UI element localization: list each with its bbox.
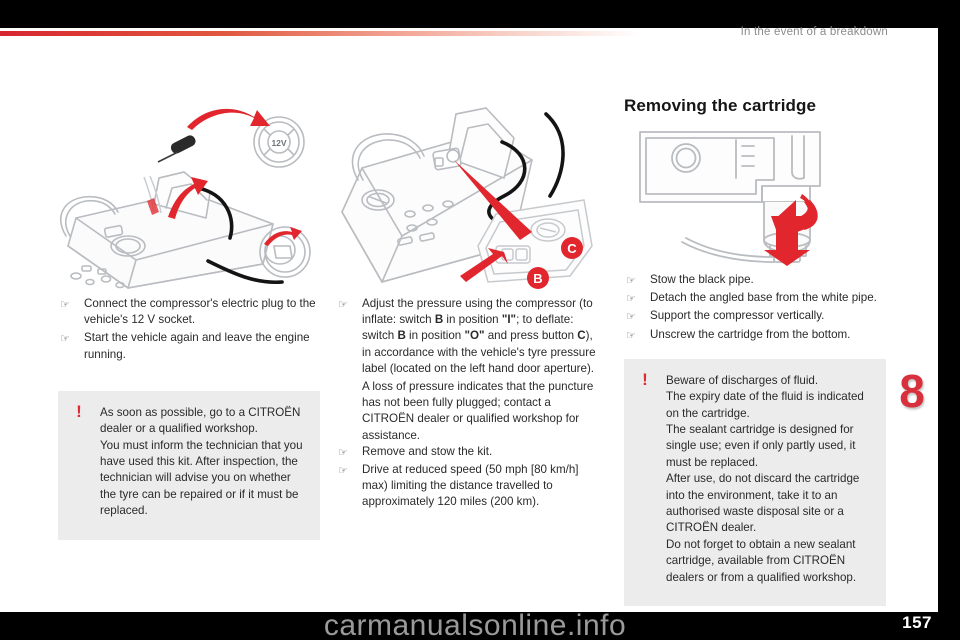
list-item: ☞ Remove and stow the kit. bbox=[336, 444, 598, 460]
list-item: ☞ Adjust the pressure using the compress… bbox=[336, 296, 598, 377]
compressor-12v-plug-illustration: 12V bbox=[58, 96, 320, 296]
top-black-band bbox=[0, 0, 960, 28]
pointing-hand-icon: ☞ bbox=[338, 465, 348, 478]
step-text: Start the vehicle again and leave the en… bbox=[84, 331, 310, 361]
warning-paragraph: Beware of discharges of fluid. bbox=[666, 373, 819, 387]
compressor-switch-b-button-c-illustration: C B bbox=[336, 96, 598, 296]
red-gradient-line bbox=[0, 31, 640, 36]
step-mid: in position bbox=[405, 329, 465, 343]
warning-paragraph: As soon as possible, go to a CITROËN dea… bbox=[100, 405, 301, 436]
right-step-list: ☞ Stow the black pipe. ☞ Detach the angled… bbox=[624, 272, 886, 343]
position-label: "I" bbox=[501, 313, 517, 327]
pointing-hand-icon: ☞ bbox=[626, 293, 636, 306]
warning-exclamation-icon: ! bbox=[642, 369, 648, 389]
list-item: ☞ Connect the compressor's electric plug … bbox=[58, 296, 320, 328]
middle-note-paragraph: A loss of pressure indicates that the pu… bbox=[362, 380, 594, 442]
chapter-number: 8 bbox=[899, 365, 925, 417]
pointing-hand-icon: ☞ bbox=[60, 299, 70, 311]
badge-b: B bbox=[527, 267, 549, 289]
list-item: ☞ Unscrew the cartridge from the bottom. bbox=[624, 327, 886, 343]
badge-c: C bbox=[561, 237, 583, 259]
svg-text:C: C bbox=[567, 241, 577, 256]
step-text: Drive at reduced speed (50 mph [80 km/h]… bbox=[362, 463, 579, 509]
chapter-tab-bar bbox=[938, 28, 960, 612]
svg-text:B: B bbox=[533, 271, 542, 286]
step-suffix: ), in accordance with the vehicle's tyre… bbox=[362, 329, 596, 375]
column-left: 12V ☞ Connect the compressor's electric p… bbox=[58, 96, 320, 540]
step-text: Support the compressor vertically. bbox=[650, 309, 825, 323]
step-prefix: Adjust the pressure using the compressor… bbox=[362, 297, 593, 327]
page-title: Removing the cartridge bbox=[624, 96, 817, 115]
middle-step-list: ☞ Adjust the pressure using the compress… bbox=[336, 296, 598, 377]
switch-label: B bbox=[434, 313, 444, 327]
right-warning-text: Beware of discharges of fluid. The expir… bbox=[638, 373, 870, 586]
left-step-list: ☞ Connect the compressor's electric plug … bbox=[58, 296, 320, 363]
left-warning-text: As soon as possible, go to a CITROËN dea… bbox=[72, 405, 304, 520]
step-text: Unscrew the cartridge from the bottom. bbox=[650, 327, 851, 341]
list-item: ☞ Drive at reduced speed (50 mph [80 km/h… bbox=[336, 462, 598, 511]
page-number: 157 bbox=[902, 613, 932, 632]
pointing-hand-icon: ☞ bbox=[626, 329, 636, 342]
warning-paragraph: The sealant cartridge is designed for si… bbox=[666, 423, 856, 469]
step-text: Detach the angled base from the white pi… bbox=[650, 291, 877, 305]
step-mid: and press button bbox=[484, 329, 578, 343]
list-item: ☞ Support the compressor vertically. bbox=[624, 308, 886, 324]
header-red-rule bbox=[0, 28, 960, 38]
step-mid: ; to deflate: switch bbox=[362, 313, 574, 343]
list-item: ☞ Stow the black pipe. bbox=[624, 272, 886, 288]
list-item: ☞ Start the vehicle again and leave the e… bbox=[58, 330, 320, 362]
step-text: Adjust the pressure using the compressor… bbox=[362, 297, 596, 375]
list-item: ☞ Detach the angled base from the white p… bbox=[624, 290, 886, 306]
header-chapter-title: In the event of a breakdown bbox=[740, 26, 888, 38]
column-middle: C B ☞ Adjust the pressure using the comp… bbox=[336, 96, 598, 513]
pointing-hand-icon: ☞ bbox=[60, 333, 70, 346]
bottom-black-band bbox=[0, 612, 960, 640]
warning-paragraph: The expiry date of the fluid is indicate… bbox=[666, 390, 864, 420]
position-label: "O" bbox=[464, 329, 485, 343]
warning-paragraph: You must inform the technician that you … bbox=[100, 438, 303, 518]
step-mid: in position bbox=[443, 313, 502, 327]
right-warning-box: ! Beware of discharges of fluid. The exp… bbox=[624, 358, 886, 607]
pointing-hand-icon: ☞ bbox=[626, 275, 636, 287]
button-label: C bbox=[577, 329, 586, 343]
middle-step-list-tail: ☞ Remove and stow the kit. ☞ Drive at redu… bbox=[336, 444, 598, 511]
step-text: Stow the black pipe. bbox=[650, 273, 754, 286]
warning-exclamation-icon: ! bbox=[76, 401, 82, 421]
socket-12v-label: 12V bbox=[271, 138, 286, 148]
cartridge-removal-illustration bbox=[624, 130, 886, 266]
pointing-hand-icon: ☞ bbox=[338, 299, 348, 311]
step-text: Connect the compressor's electric plug t… bbox=[84, 297, 316, 327]
warning-paragraph: After use, do not discard the cartridge … bbox=[666, 472, 860, 535]
pointing-hand-icon: ☞ bbox=[626, 311, 636, 324]
left-warning-box: ! As soon as possible, go to a CITROËN d… bbox=[58, 390, 320, 540]
warning-paragraph: Do not forget to obtain a new sealant ca… bbox=[666, 537, 857, 584]
column-right: Removing the cartridge bbox=[624, 96, 886, 607]
pointing-hand-icon: ☞ bbox=[338, 446, 348, 459]
switch-label: B bbox=[397, 329, 406, 343]
step-text: Remove and stow the kit. bbox=[362, 444, 493, 458]
